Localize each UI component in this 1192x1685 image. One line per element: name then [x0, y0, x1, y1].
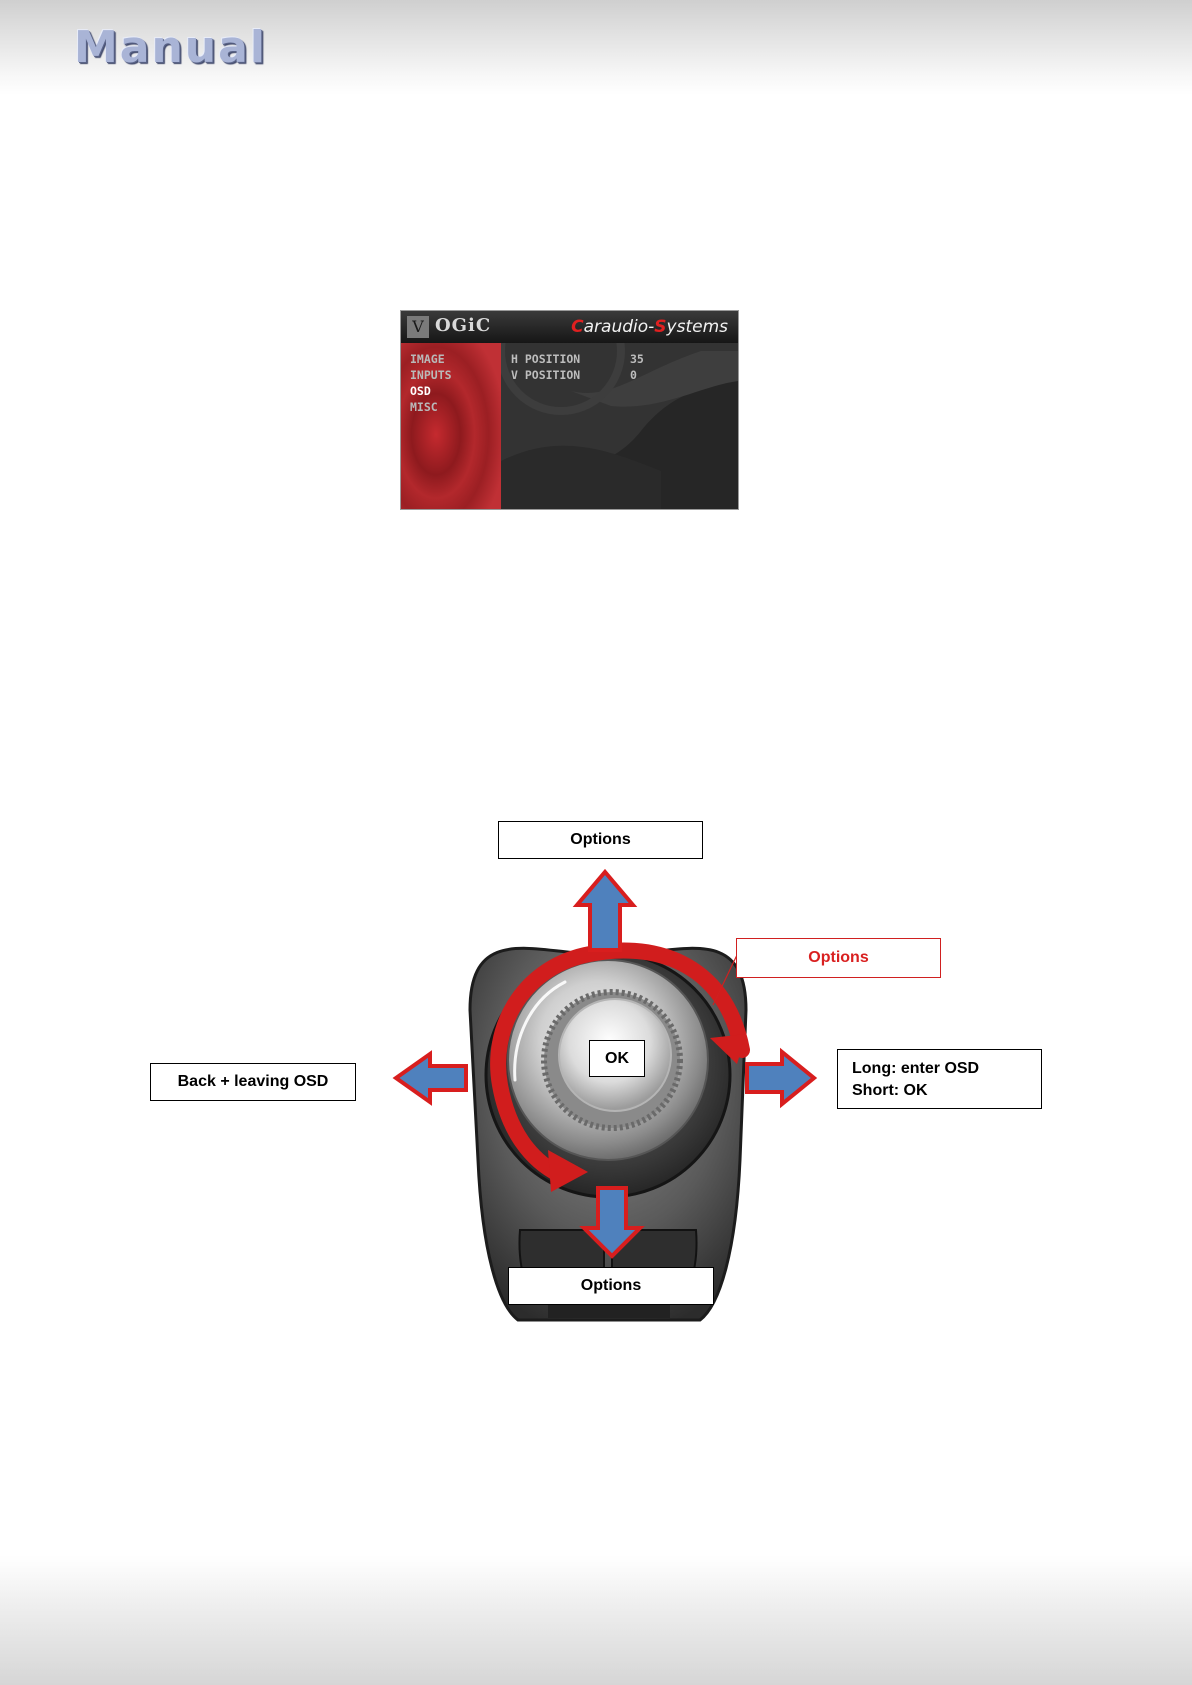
- options-top-label: Options: [498, 821, 703, 859]
- short-press-text: Short: OK: [852, 1080, 1041, 1102]
- ok-label: OK: [589, 1040, 645, 1077]
- options-bottom-label: Options: [508, 1267, 714, 1305]
- enter-osd-label: Long: enter OSD Short: OK: [837, 1049, 1042, 1109]
- page-footer: [0, 1555, 1192, 1685]
- options-rotate-label: Options: [736, 938, 941, 978]
- long-press-text: Long: enter OSD: [852, 1058, 1041, 1080]
- arrow-up-icon: [577, 872, 633, 950]
- back-leaving-osd-label: Back + leaving OSD: [150, 1063, 356, 1101]
- arrow-left-icon: [396, 1054, 466, 1102]
- arrow-right-icon: [747, 1052, 814, 1104]
